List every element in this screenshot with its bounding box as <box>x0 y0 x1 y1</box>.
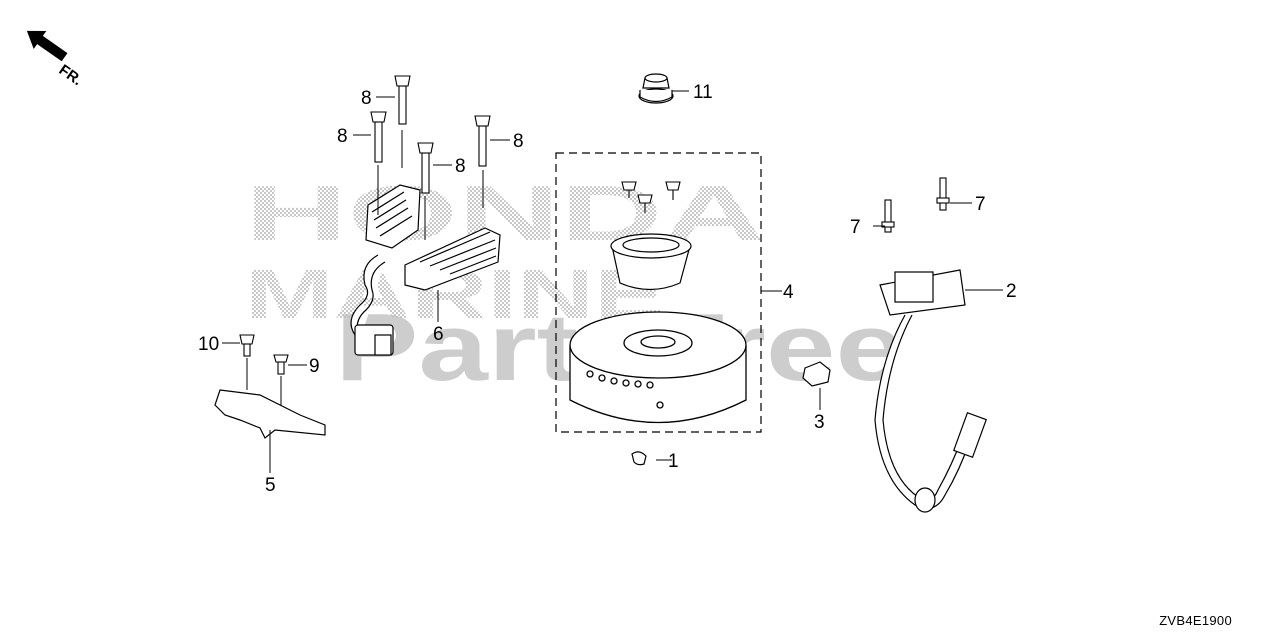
callout-7-left: 7 <box>850 217 861 238</box>
flywheel-cup <box>610 233 692 291</box>
callout-8-middle: 8 <box>455 156 466 177</box>
part-8-bolts[interactable] <box>370 75 491 194</box>
callout-leaders <box>222 90 1003 473</box>
part-4-flywheel[interactable] <box>569 311 747 424</box>
part-7-studs[interactable] <box>881 177 950 233</box>
callout-8-left: 8 <box>337 126 348 147</box>
callout-2: 2 <box>1006 281 1017 302</box>
part-11-flange-nut[interactable] <box>638 73 674 104</box>
diagram-code: ZVB4E1900 <box>1159 613 1232 628</box>
part-1-key[interactable] <box>631 451 647 466</box>
callout-10: 10 <box>198 334 219 355</box>
part-3-clip[interactable] <box>802 361 831 387</box>
callout-5: 5 <box>265 475 276 496</box>
flywheel-bolts <box>621 181 681 213</box>
arrow-icon <box>26 30 68 62</box>
callout-1: 1 <box>668 451 679 472</box>
part-2-ignition-coil[interactable] <box>874 269 988 513</box>
part-10-bolt[interactable] <box>239 334 255 357</box>
callout-9: 9 <box>309 356 320 377</box>
part-9-screw[interactable] <box>273 354 289 375</box>
callout-numbers: 1 2 3 4 5 6 7 7 8 8 8 8 9 10 11 <box>198 82 1017 496</box>
callout-4: 4 <box>783 282 794 303</box>
front-direction-marker: FR. <box>26 30 86 89</box>
callout-8-right: 8 <box>513 131 524 152</box>
part-6-stator-coil[interactable] <box>350 184 501 356</box>
callout-6: 6 <box>433 324 444 345</box>
direction-label: FR. <box>56 61 86 89</box>
callout-3: 3 <box>814 412 825 433</box>
callout-7-right: 7 <box>975 194 986 215</box>
flywheel-assembly-box <box>555 152 762 433</box>
callout-11: 11 <box>693 82 713 103</box>
callout-8-top: 8 <box>361 88 372 109</box>
